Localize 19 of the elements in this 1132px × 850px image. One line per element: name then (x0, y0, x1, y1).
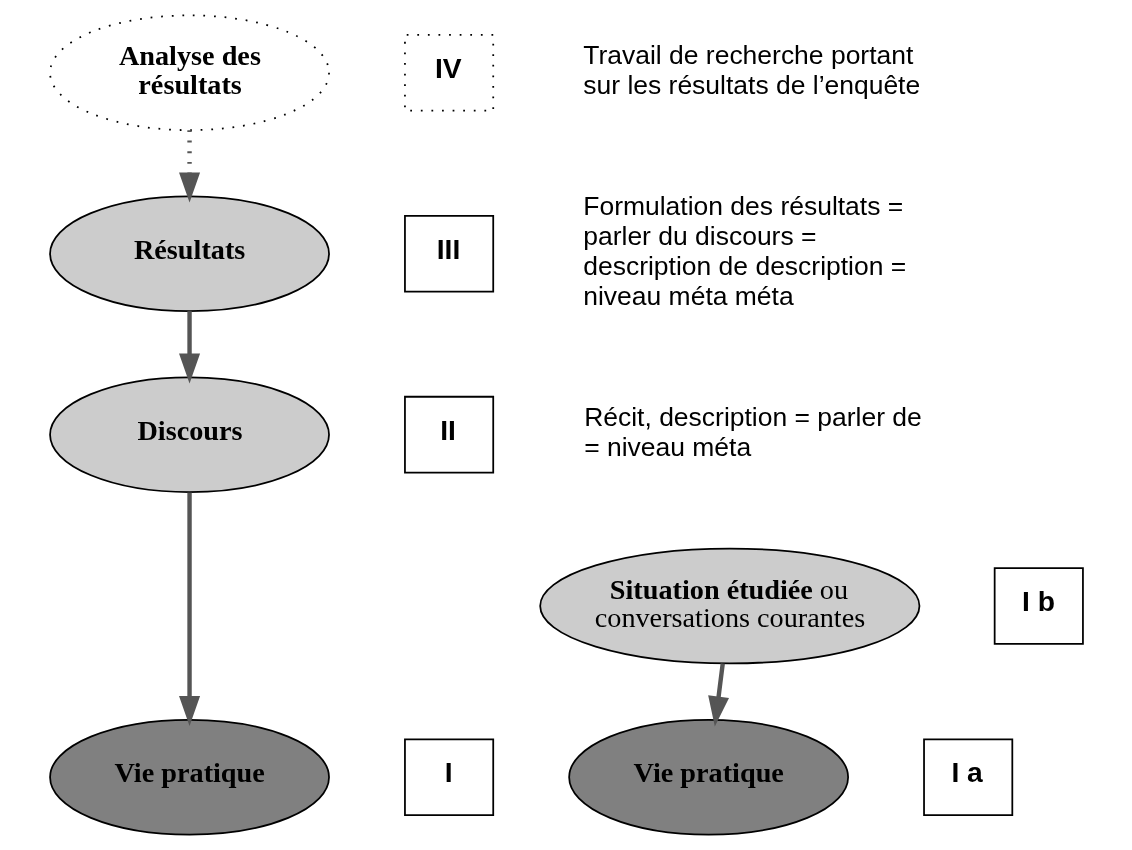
node-box: II (403, 395, 494, 474)
label: Récit, description = parler de = niveau méta (583, 401, 922, 462)
node-box: I a (922, 738, 1013, 817)
arrow (178, 311, 200, 384)
node-box: IV (403, 33, 494, 112)
node-ellipse: Vie pratique (48, 718, 330, 836)
node-box: I (403, 738, 494, 817)
node-ellipse: Résultats (48, 195, 330, 312)
arrow (707, 663, 729, 727)
node-ellipse: Situation étudiée ou conversations courantes (538, 547, 920, 665)
node-ellipse: Vie pratique (567, 718, 849, 836)
arrow (178, 130, 200, 203)
node-box: I b (993, 567, 1084, 645)
arrow (178, 492, 200, 727)
label: Travail de recherche portant sur les résultats de l’enquête (582, 39, 920, 100)
node-ellipse: Analyse des résultats (48, 14, 330, 132)
node-box: III (403, 214, 494, 293)
node-ellipse: Discours (48, 376, 330, 493)
label: Formulation des résultats = parler du discours = description de description = niveau méta méta (582, 190, 906, 311)
